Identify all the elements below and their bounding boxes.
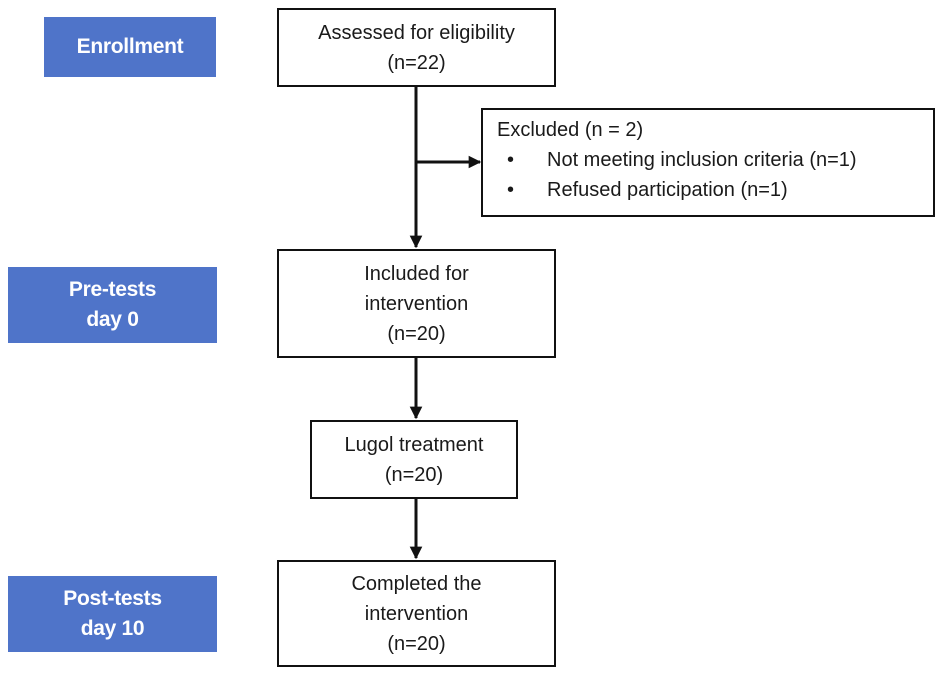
stage-posttests-label: Post-tests bbox=[63, 587, 162, 610]
stage-pretests-day: day 0 bbox=[86, 308, 139, 331]
box-treatment-count: (n=20) bbox=[384, 463, 444, 486]
box-excluded-title: Excluded (n = 2) bbox=[497, 119, 644, 141]
stage-pretests-label: Pre-tests bbox=[68, 278, 157, 301]
excluded-reason: • Not meeting inclusion criteria (n=1) bbox=[497, 145, 933, 175]
box-excluded: Excluded (n = 2) • Not meeting inclusion… bbox=[481, 108, 935, 217]
bullet-icon: • bbox=[507, 149, 515, 171]
excluded-reason: • Refused participation (n=1) bbox=[497, 175, 933, 205]
excluded-reasons-list: • Not meeting inclusion criteria (n=1) •… bbox=[497, 145, 933, 205]
bullet-icon: • bbox=[507, 179, 515, 201]
box-included-count: (n=20) bbox=[387, 322, 446, 345]
excluded-reason-text: Refused participation (n=1) bbox=[547, 179, 788, 201]
box-included-label-2: intervention bbox=[364, 292, 469, 315]
box-assessed-count: (n=22) bbox=[387, 51, 446, 74]
box-treatment-label: Lugol treatment bbox=[344, 433, 484, 456]
box-assessed-label: Assessed for eligibility bbox=[318, 21, 515, 44]
box-included: Included for intervention (n=20) bbox=[277, 249, 556, 358]
box-completed-label-2: intervention bbox=[364, 602, 469, 625]
stage-enrollment: Enrollment bbox=[44, 17, 216, 77]
stage-posttests: Post-tests day 10 bbox=[8, 576, 217, 652]
box-completed-label: Completed the bbox=[351, 572, 482, 595]
box-completed-count: (n=20) bbox=[387, 632, 446, 655]
stage-enrollment-label: Enrollment bbox=[76, 35, 184, 58]
box-assessed: Assessed for eligibility (n=22) bbox=[277, 8, 556, 87]
box-treatment: Lugol treatment (n=20) bbox=[310, 420, 518, 499]
box-included-label: Included for bbox=[364, 262, 469, 285]
box-completed: Completed the intervention (n=20) bbox=[277, 560, 556, 667]
excluded-reason-text: Not meeting inclusion criteria (n=1) bbox=[547, 149, 857, 171]
stage-posttests-day: day 10 bbox=[80, 617, 145, 640]
stage-pretests: Pre-tests day 0 bbox=[8, 267, 217, 343]
